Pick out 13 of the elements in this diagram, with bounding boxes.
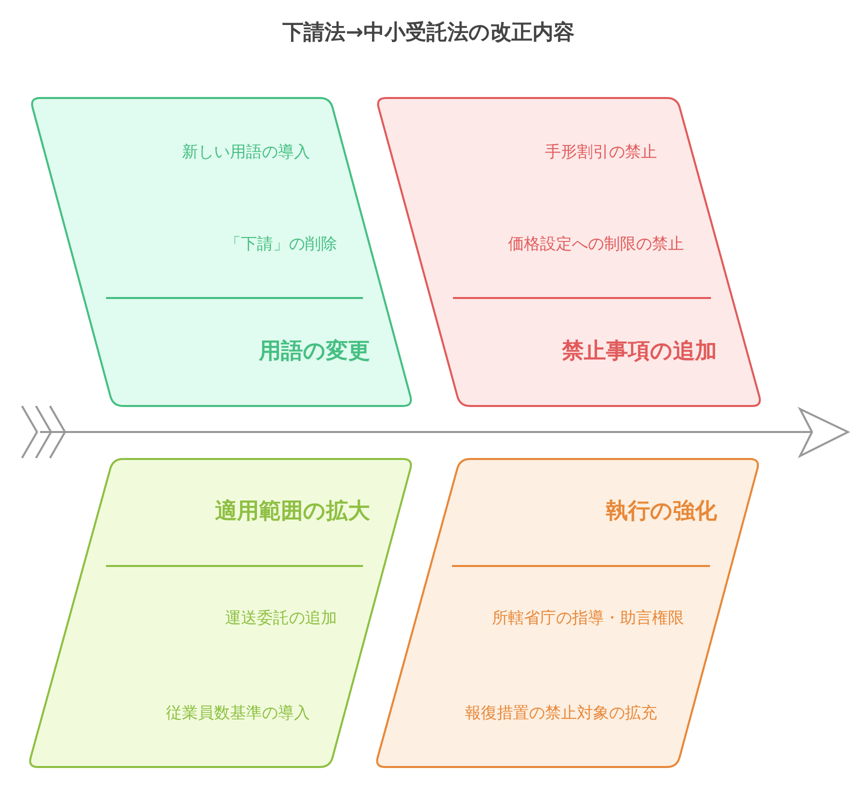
item-text: 従業員数基準の導入 [166,703,310,723]
item-text: 「下請」の削除 [225,234,337,254]
item-text: 報復措置の禁止対象の拡充 [465,703,657,723]
item-text: 手形割引の禁止 [545,142,657,162]
item-text: 価格設定への制限の禁止 [508,234,684,254]
diagram-title: 下請法→中小受託法の改正内容 [282,19,576,46]
item-text: 所轄省庁の指導・助言権限 [492,608,684,628]
category-heading: 適用範囲の拡大 [215,498,370,526]
category-heading: 禁止事項の追加 [562,338,717,366]
item-text: 運送委託の追加 [225,608,337,628]
category-heading: 用語の変更 [259,338,370,366]
category-heading: 執行の強化 [606,498,717,526]
item-text: 新しい用語の導入 [182,142,310,162]
